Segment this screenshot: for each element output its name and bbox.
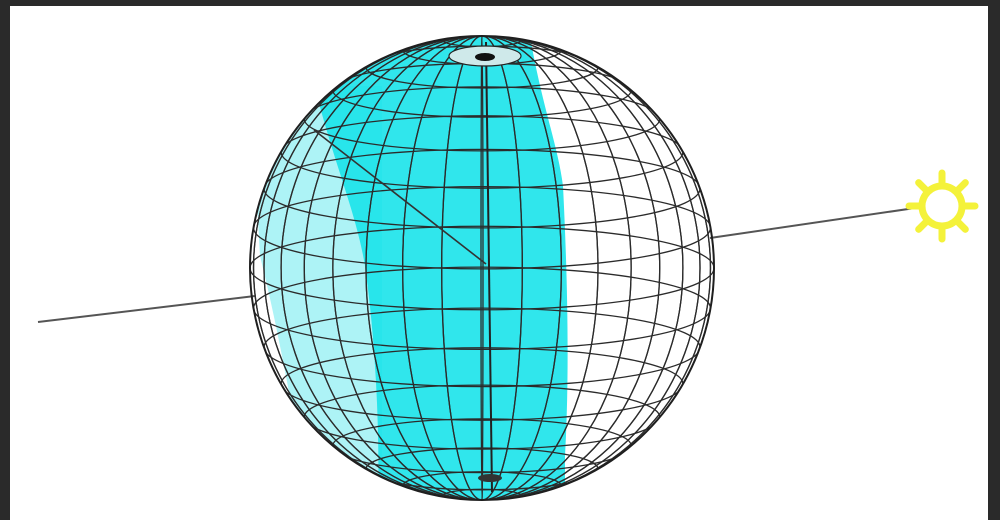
south-pole-dot	[478, 474, 502, 482]
light-ray-right	[710, 208, 915, 238]
sun-ray	[919, 222, 927, 230]
sun-ray	[958, 222, 966, 230]
diagram-canvas	[10, 6, 988, 520]
globe-diagram	[10, 6, 988, 520]
north-pole-dot	[475, 53, 495, 61]
light-ray-left	[38, 296, 255, 322]
sun-ray	[919, 183, 927, 191]
sun-icon	[909, 173, 975, 239]
sun-ray	[958, 183, 966, 191]
